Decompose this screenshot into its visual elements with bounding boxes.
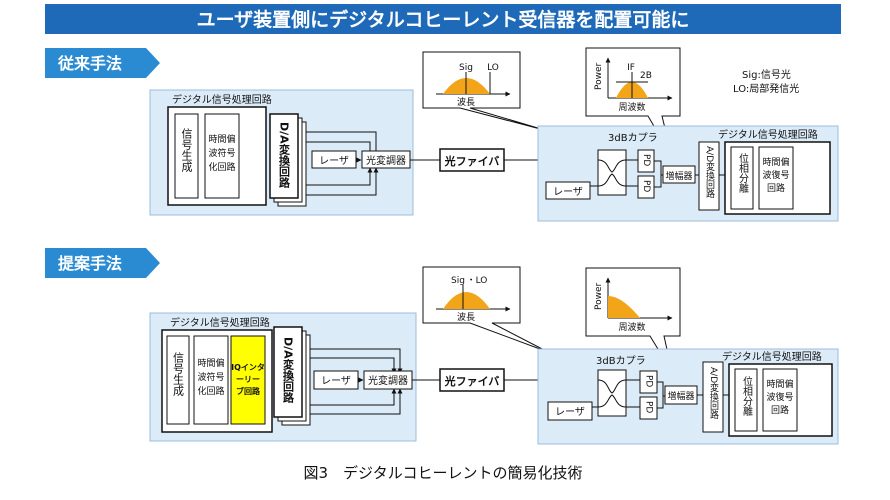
da-converter-label: D/A変換回路 (278, 122, 291, 188)
rx-laser-block (547, 401, 593, 421)
time-pol-enc-block (193, 335, 229, 425)
tx-panel-title: デジタル信号処理回路 (170, 316, 270, 329)
coupler-label: 3dBカプラ (608, 132, 658, 144)
pd-label: PD (644, 375, 654, 387)
fiber-label: 光ファイバ (444, 374, 500, 388)
ad-label: A/D変換回路 (704, 146, 715, 199)
sig-label: Sig (459, 63, 473, 73)
time-pol-dec-line: 波復号 (762, 169, 789, 181)
time-pol-enc-line: 化回路 (208, 161, 235, 173)
time-pol-enc-line: 波符号 (197, 371, 224, 383)
baseband-spectrum (608, 296, 640, 318)
pd-to-amp-line (657, 381, 665, 409)
signal-gen-block (174, 113, 199, 199)
rx-laser-label: レーザ (553, 186, 583, 198)
amp-label: 増幅器 (665, 170, 692, 182)
modulator-label: 光変調器 (368, 374, 408, 387)
signal-gen-label: 信号生成 (172, 352, 185, 397)
da-converter-block (273, 326, 303, 418)
signal-spectrum (443, 292, 490, 309)
da-to-modulator-lines (310, 348, 403, 415)
da-converter-block (269, 113, 299, 199)
pol-sep-block (730, 146, 754, 210)
ad-block (698, 141, 720, 211)
sig-label: Sig (451, 276, 465, 286)
time-pol-dec-line: 波復号 (766, 391, 793, 403)
signal-gen-block (166, 335, 190, 425)
if-label: IF (627, 63, 635, 73)
wavelength-xlabel: 波長 (457, 311, 475, 323)
time-pol-enc-line: 時間偏 (197, 357, 224, 369)
time-pol-dec-line: 時間偏 (762, 156, 789, 168)
lo-label: ・LO (467, 276, 488, 286)
pol-sep-label: 位相分離 (737, 152, 749, 194)
iq-interleave-line: ブ回路 (236, 386, 261, 396)
rx-dsp-title: デジタル信号処理回路 (718, 128, 818, 141)
amp-label: 増幅器 (667, 390, 694, 402)
section-label-conventional: 従来手法 (57, 54, 122, 73)
freq-xlabel: 周波数 (618, 321, 645, 333)
ad-label: A/D変換回路 (708, 367, 719, 420)
iq-interleave-line: IQインタ (231, 362, 265, 372)
section-label-proposed: 提案手法 (58, 254, 122, 273)
time-pol-dec-line: 回路 (767, 182, 785, 194)
power-label: Power (594, 282, 604, 310)
power-label: Power (594, 62, 604, 90)
freq-xlabel: 周波数 (618, 101, 645, 113)
rx-laser-label: レーザ (555, 406, 585, 418)
iq-interleave-line: ーリー (236, 375, 260, 384)
tx-panel-title: デジタル信号処理回路 (172, 93, 272, 106)
section-tab-conventional (45, 48, 160, 78)
rx-dsp-title: デジタル信号処理回路 (722, 350, 822, 363)
lo-label: LO (487, 63, 499, 73)
pol-sep-block (734, 368, 758, 432)
tx-laser-label: レーザ (319, 155, 349, 167)
pd-label: PD (641, 154, 651, 166)
pol-sep-label: 位相分離 (741, 375, 753, 417)
bandwidth-label: 2B (640, 71, 652, 81)
legend-lo: LO:局部発信光 (733, 82, 799, 95)
title-bar (45, 4, 841, 34)
time-pol-dec-line: 時間偏 (766, 378, 793, 390)
ad-block (702, 361, 724, 433)
pd-to-amp-line (654, 160, 663, 188)
coupler-waveguide (597, 159, 627, 187)
time-pol-dec-block (762, 368, 798, 432)
time-pol-dec-line: 回路 (771, 404, 789, 416)
time-pol-enc-line: 時間偏 (208, 133, 235, 145)
rx-laser-block (545, 181, 591, 200)
wavelength-xlabel: 波長 (457, 96, 475, 108)
time-pol-enc-line: 化回路 (197, 385, 224, 397)
tx-laser-label: レーザ (321, 375, 351, 387)
modulator-label: 光変調器 (366, 154, 406, 167)
legend-sig: Sig:信号光 (742, 68, 791, 81)
figure-caption: 図3 デジタルコヒーレントの簡易化技術 (304, 464, 583, 482)
fiber-label: 光ファイバ (444, 154, 500, 168)
title: ユーザ装置側にデジタルコヒーレント受信器を配置可能に (197, 8, 690, 31)
da-converter-label: D/A変換回路 (282, 337, 295, 403)
time-pol-enc-block (204, 113, 240, 199)
pd-label: PD (641, 180, 651, 192)
iq-interleave-block (230, 335, 266, 425)
pd-label: PD (644, 401, 654, 413)
time-pol-dec-block (758, 146, 794, 210)
coupler-label: 3dBカプラ (596, 355, 646, 367)
coupler-waveguide (597, 379, 627, 408)
signal-gen-label: 信号生成 (180, 128, 193, 173)
section-tab-proposed (45, 248, 160, 278)
time-pol-enc-line: 波符号 (208, 147, 235, 159)
